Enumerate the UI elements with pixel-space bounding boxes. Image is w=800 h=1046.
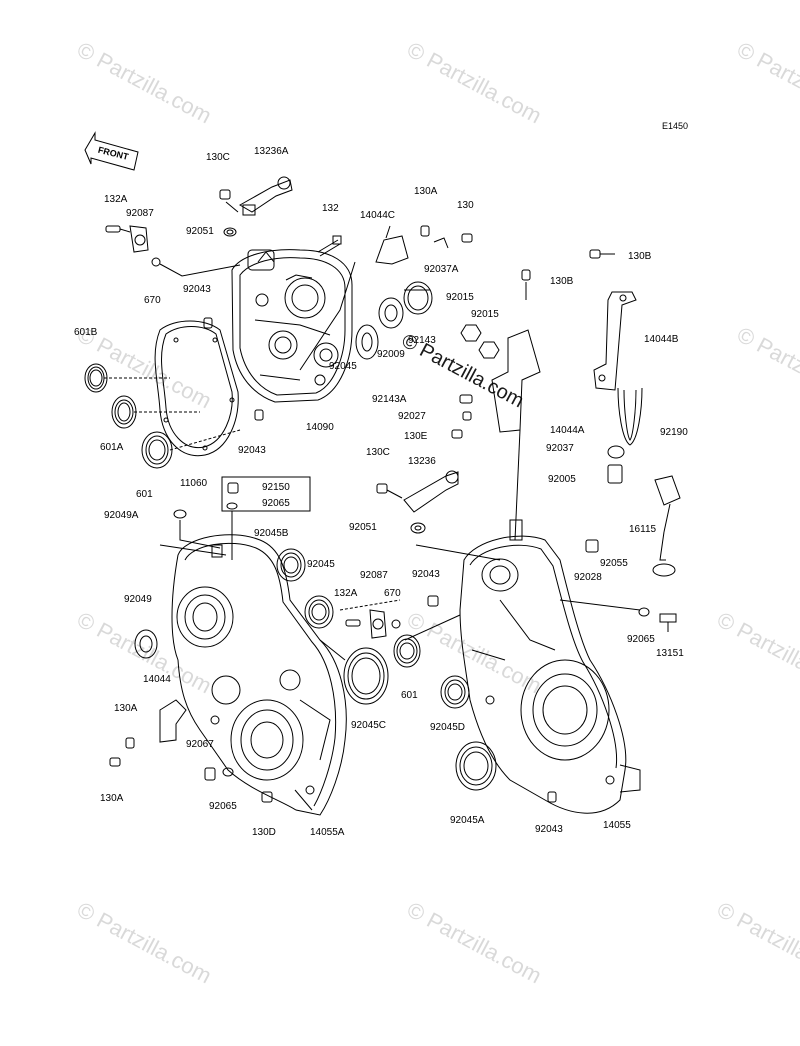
- part-label-92045D[interactable]: 92045D: [430, 722, 466, 733]
- part-label-92049[interactable]: 92049: [124, 594, 152, 605]
- part-label-92087[interactable]: 92087: [126, 208, 154, 219]
- part-label-14044[interactable]: 14044: [143, 674, 171, 685]
- front-arrow-icon: FRONT: [84, 131, 139, 171]
- case-14055: [459, 519, 641, 814]
- part-label-132A[interactable]: 132A: [334, 588, 358, 599]
- sleeve-92143: [403, 281, 433, 315]
- part-label-130C[interactable]: 130C: [366, 447, 390, 458]
- part-label-132[interactable]: 132: [322, 203, 339, 214]
- part-label-92043[interactable]: 92043: [412, 569, 440, 580]
- bearing-601B: [84, 363, 108, 393]
- part-label-130A[interactable]: 130A: [100, 793, 124, 804]
- part-label-13236[interactable]: 13236: [408, 456, 436, 467]
- dipstick-16115: [654, 475, 681, 561]
- bearing-601: [141, 431, 173, 469]
- cover-14090: [231, 249, 353, 403]
- part-label-130B[interactable]: 130B: [550, 276, 574, 287]
- part-label-670[interactable]: 670: [144, 295, 161, 306]
- part-label-130A[interactable]: 130A: [114, 703, 138, 714]
- part-label-92043[interactable]: 92043: [535, 824, 563, 835]
- part-label-14044B[interactable]: 14044B: [644, 334, 679, 345]
- bearing-92045D: [440, 675, 470, 709]
- bearing-92045B: [276, 548, 306, 582]
- part-label-92027[interactable]: 92027: [398, 411, 426, 422]
- part-label-13151[interactable]: 13151: [656, 648, 684, 659]
- bearing-92045-mid: [304, 595, 334, 629]
- part-label-92055[interactable]: 92055: [600, 558, 628, 569]
- seal-92009: [378, 297, 404, 329]
- gasket-11060: [154, 320, 239, 457]
- part-label-92190[interactable]: 92190: [660, 427, 688, 438]
- part-label-670[interactable]: 670: [384, 588, 401, 599]
- part-label-601[interactable]: 601: [136, 489, 153, 500]
- part-label-130A[interactable]: 130A: [414, 186, 438, 197]
- bearing-92045C: [343, 647, 389, 705]
- part-label-92049A[interactable]: 92049A: [104, 510, 139, 521]
- diagram-code: E1450: [662, 121, 689, 131]
- part-label-92051[interactable]: 92051: [186, 226, 214, 237]
- part-label-92067[interactable]: 92067: [186, 739, 214, 750]
- part-label-92045C[interactable]: 92045C: [351, 720, 387, 731]
- part-label-14055[interactable]: 14055: [603, 820, 631, 831]
- part-label-92043[interactable]: 92043: [183, 284, 211, 295]
- case-14055A: [171, 534, 347, 816]
- part-label-13236A[interactable]: 13236A: [254, 146, 289, 157]
- part-label-92037[interactable]: 92037: [546, 443, 574, 454]
- part-label-601[interactable]: 601: [401, 690, 418, 701]
- bearing-92045A: [455, 741, 497, 791]
- part-label-92065[interactable]: 92065: [262, 498, 290, 509]
- part-label-130B[interactable]: 130B: [628, 251, 652, 262]
- part-label-92051[interactable]: 92051: [349, 522, 377, 533]
- part-label-92028[interactable]: 92028: [574, 572, 602, 583]
- lever-13236A: [219, 176, 293, 216]
- part-label-92143[interactable]: 92143: [408, 335, 436, 346]
- bearing-601A: [111, 395, 137, 429]
- part-label-14055A[interactable]: 14055A: [310, 827, 345, 838]
- part-label-92015[interactable]: 92015: [446, 292, 474, 303]
- bearing-92045-upper: [355, 324, 379, 360]
- part-label-92087[interactable]: 92087: [360, 570, 388, 581]
- part-label-92009[interactable]: 92009: [377, 349, 405, 360]
- seal-92049: [134, 629, 158, 659]
- part-label-92045[interactable]: 92045: [329, 361, 357, 372]
- part-label-130C[interactable]: 130C: [206, 152, 230, 163]
- part-label-601B[interactable]: 601B: [74, 327, 98, 338]
- part-label-14044A[interactable]: 14044A: [550, 425, 585, 436]
- part-label-92143A[interactable]: 92143A: [372, 394, 407, 405]
- part-label-92045B[interactable]: 92045B: [254, 528, 289, 539]
- part-label-92005[interactable]: 92005: [548, 474, 576, 485]
- part-label-130[interactable]: 130: [457, 200, 474, 211]
- part-label-92045[interactable]: 92045: [307, 559, 335, 570]
- part-label-130E[interactable]: 130E: [404, 431, 428, 442]
- part-label-92150[interactable]: 92150: [262, 482, 290, 493]
- part-label-92043[interactable]: 92043: [238, 445, 266, 456]
- part-label-92015[interactable]: 92015: [471, 309, 499, 320]
- part-label-130D[interactable]: 130D: [252, 827, 276, 838]
- part-label-11060[interactable]: 11060: [180, 478, 208, 489]
- bearing-601-mid: [393, 634, 421, 668]
- part-label-92065[interactable]: 92065: [627, 634, 655, 645]
- lever-13236: [376, 470, 459, 513]
- part-label-16115[interactable]: 16115: [629, 524, 657, 535]
- part-label-14044C[interactable]: 14044C: [360, 210, 396, 221]
- part-label-92045A[interactable]: 92045A: [450, 815, 485, 826]
- part-label-14090[interactable]: 14090: [306, 422, 334, 433]
- part-label-132A[interactable]: 132A: [104, 194, 128, 205]
- part-label-92065[interactable]: 92065: [209, 801, 237, 812]
- part-label-601A[interactable]: 601A: [100, 442, 124, 453]
- part-label-92037A[interactable]: 92037A: [424, 264, 459, 275]
